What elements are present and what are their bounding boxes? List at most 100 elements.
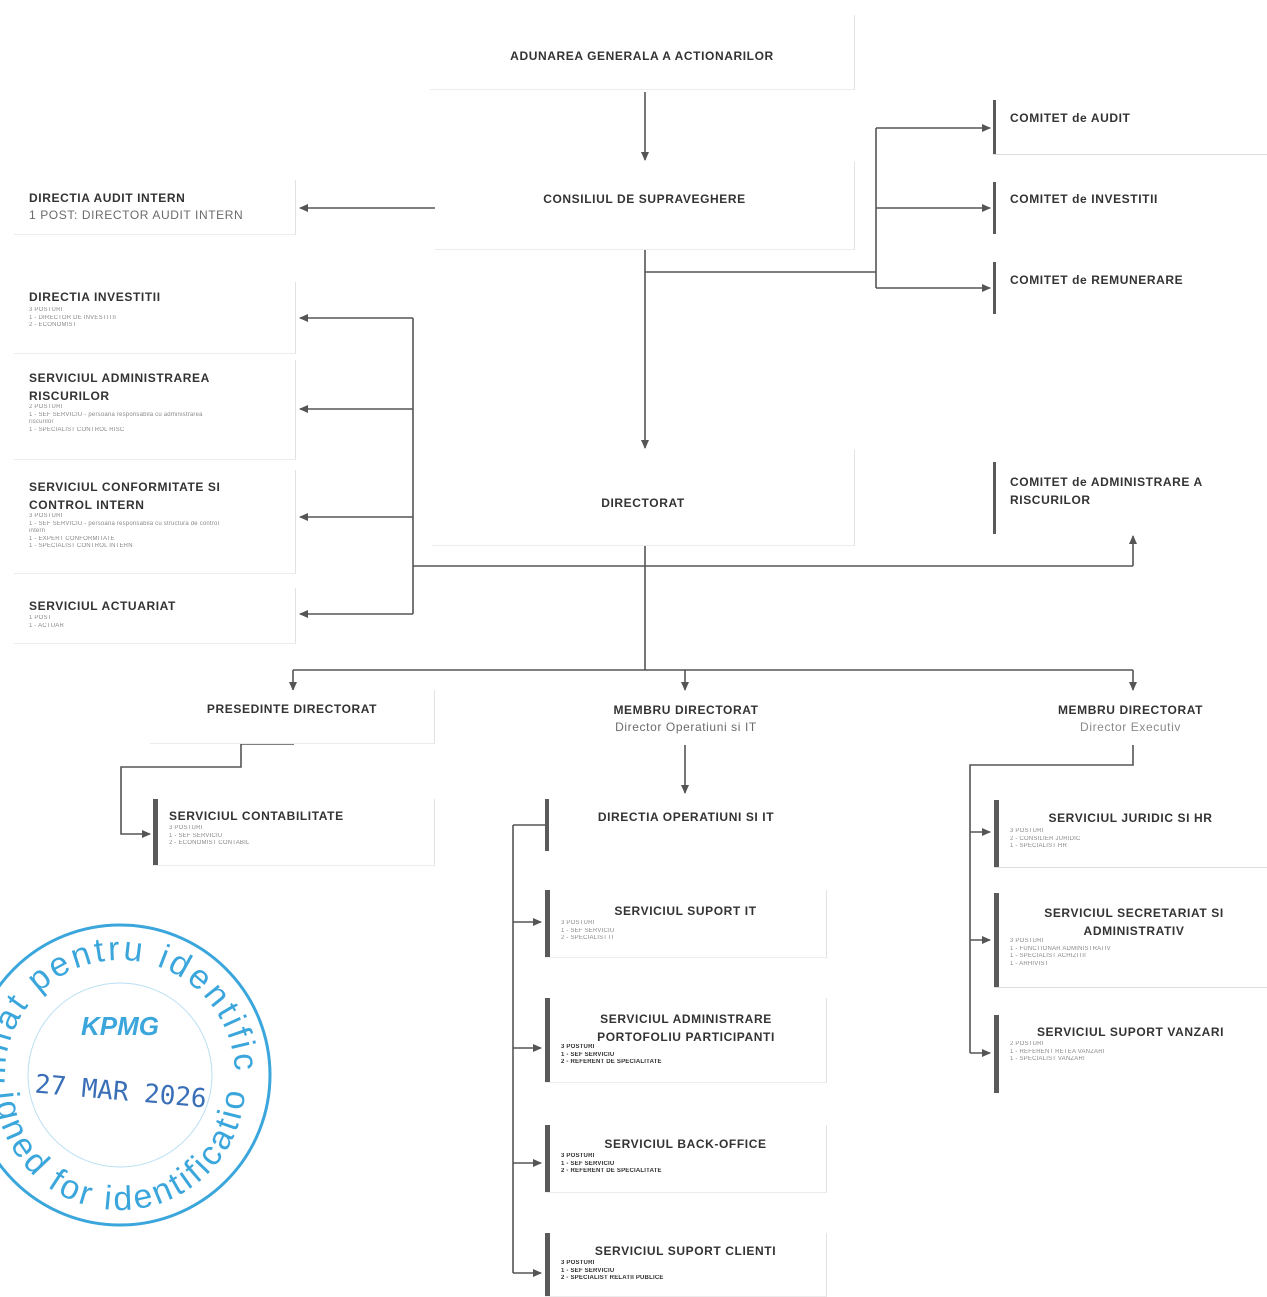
unit-line: 1 - SPECIALIST CONTROL RISC <box>29 426 125 433</box>
it-unit-portofoliu: SERVICIUL ADMINISTRARE PORTOFOLIU PARTIC… <box>545 998 827 1083</box>
unit-line: 1 - SEF SERVICIU <box>561 1267 615 1274</box>
head-member-exec-sub: Director Executiv <box>1080 720 1181 734</box>
committee-bar <box>993 100 996 154</box>
unit-title: SERVICIUL ADMINISTRARE PORTOFOLIU PARTIC… <box>597 1012 775 1044</box>
unit-title: SERVICIUL ADMINISTRAREA RISCURILOR <box>29 371 210 403</box>
committee-riscuri: COMITET de ADMINISTRARE A RISCURILOR <box>993 462 1267 534</box>
unit-line: 3 POSTURI <box>561 1044 595 1050</box>
unit-bar <box>545 799 549 851</box>
unit-line: 1 - SPECIALIST VANZARI <box>1010 1056 1085 1062</box>
unit-line: 3 POSTURI <box>561 1260 595 1266</box>
stamp-logo: KPMG <box>81 1011 159 1041</box>
committee-investitii-title: COMITET de INVESTITII <box>1010 192 1158 206</box>
stamp-date: 27 MAR 2026 <box>34 1070 208 1115</box>
unit-line: 2 - REFERENT DE SPECIALITATE <box>561 1168 662 1174</box>
unit-line: 1 - SEF SERVICIU <box>561 1160 615 1167</box>
unit-line: 1 - SEF SERVICIU <box>169 832 223 839</box>
unit-bar <box>545 890 550 957</box>
exec-unit-juridic: SERVICIUL JURIDIC SI HR 3 POSTURI 2 - CO… <box>994 800 1267 868</box>
head-member-it: MEMBRU DIRECTORAT Director Operatiuni si… <box>545 692 827 744</box>
head-member-it-sub: Director Operatiuni si IT <box>615 720 757 734</box>
unit-line: 2 - REFERENT DE SPECIALITATE <box>561 1059 662 1065</box>
unit-line: 1 - ACTUAR <box>29 622 65 629</box>
unit-bar <box>994 893 999 987</box>
audit-intern-box: DIRECTIA AUDIT INTERN 1 POST: DIRECTOR A… <box>14 180 296 235</box>
committee-remunerare: COMITET de REMUNERARE <box>993 262 1267 314</box>
unit-line: 2 - ECONOMIST CONTABIL <box>169 840 250 846</box>
unit-title: DIRECTIA INVESTITII <box>29 290 161 304</box>
head-president: PRESEDINTE DIRECTORAT <box>150 690 435 744</box>
unit-title: SERVICIUL SUPORT VANZARI <box>1036 1025 1225 1039</box>
directorat-box: DIRECTORAT <box>432 450 855 546</box>
unit-title: SERVICIUL SUPORT IT <box>614 904 757 918</box>
unit-line: 1 - EXPERT CONFORMITATE <box>29 535 115 542</box>
unit-actuariat: SERVICIUL ACTUARIAT 1 POST 1 - ACTUAR <box>14 588 296 644</box>
unit-bar <box>994 1015 999 1093</box>
stamp-outer-ring <box>0 923 272 1227</box>
committee-audit: COMITET de AUDIT <box>993 100 1267 155</box>
committee-riscuri-title: COMITET de ADMINISTRARE A RISCURILOR <box>1010 475 1203 507</box>
unit-line: 3 POSTURI <box>561 920 595 926</box>
unit-title: SERVICIUL SUPORT CLIENTI <box>594 1244 777 1258</box>
agm-box: ADUNAREA GENERALA A ACTIONARILOR <box>430 15 855 90</box>
unit-riscuri: SERVICIUL ADMINISTRAREA RISCURILOR 2 POS… <box>14 360 296 460</box>
supervisory-title: CONSILIUL DE SUPRAVEGHERE <box>543 192 746 206</box>
unit-bar <box>545 998 550 1082</box>
unit-line: 1 POST <box>29 615 52 621</box>
committee-bar <box>993 182 996 234</box>
committee-audit-title: COMITET de AUDIT <box>1010 111 1131 125</box>
supervisory-box: CONSILIUL DE SUPRAVEGHERE <box>435 162 855 250</box>
unit-line: 2 POSTURI <box>29 404 63 410</box>
unit-title: SERVICIUL BACK-OFFICE <box>604 1137 767 1151</box>
unit-line: 1 - SEF SERVICIU <box>561 1051 615 1058</box>
unit-bar <box>994 800 999 867</box>
unit-line: 3 POSTURI <box>561 1153 595 1159</box>
it-unit-suport-clienti: SERVICIUL SUPORT CLIENTI 3 POSTURI 1 - S… <box>545 1233 827 1297</box>
unit-line: 2 - SPECIALIST IT <box>561 935 615 941</box>
unit-line: 3 POSTURI <box>29 307 63 313</box>
head-member-exec: MEMBRU DIRECTORAT Director Executiv <box>994 692 1267 744</box>
unit-line: 1 - DIRECTOR DE INVESTITII <box>29 314 117 321</box>
unit-line: 1 - SEF SERVICIU <box>561 927 615 934</box>
unit-line: intern <box>29 528 46 534</box>
exec-unit-vanzari: SERVICIUL SUPORT VANZARI 2 POSTURI 1 - R… <box>994 1015 1267 1093</box>
it-unit-suport-it: SERVICIUL SUPORT IT 3 POSTURI 1 - SEF SE… <box>545 890 827 958</box>
stamp-top-text: Semnat pentru identificare <box>0 900 265 1085</box>
unit-title: SERVICIUL CONFORMITATE SI CONTROL INTERN <box>29 480 221 512</box>
unit-line: 1 - SEF SERVICIU - persoana responsabila… <box>29 411 203 418</box>
unit-investitii: DIRECTIA INVESTITII 3 POSTURI 1 - DIRECT… <box>14 282 296 354</box>
unit-bar <box>545 1233 550 1296</box>
unit-line: 3 POSTURI <box>1010 938 1044 944</box>
unit-line: 3 POSTURI <box>1010 828 1044 834</box>
unit-title: SERVICIUL ACTUARIAT <box>29 599 176 613</box>
unit-line: riscurilor <box>29 419 54 425</box>
audit-intern-sub: 1 POST: DIRECTOR AUDIT INTERN <box>29 208 244 222</box>
audit-intern-title: DIRECTIA AUDIT INTERN <box>29 191 186 205</box>
unit-line: 1 - ARHIVIST <box>1010 960 1049 967</box>
unit-line: 2 - ECONOMIST <box>29 322 77 328</box>
unit-line: 2 POSTURI <box>1010 1041 1044 1047</box>
unit-line: 1 - FUNCTIONAR ADMINISTRATIV <box>1010 945 1111 952</box>
unit-line: 1 - SPECIALIST HR <box>1010 843 1067 849</box>
committee-bar <box>993 262 996 314</box>
unit-line: 1 - REFERENT RETEA VANZARI <box>1010 1048 1105 1055</box>
committee-investitii: COMITET de INVESTITII <box>993 182 1267 234</box>
unit-title: SERVICIUL SECRETARIAT SI ADMINISTRATIV <box>1044 906 1224 938</box>
unit-conformitate: SERVICIUL CONFORMITATE SI CONTROL INTERN… <box>14 470 296 574</box>
exec-unit-secretariat: SERVICIUL SECRETARIAT SI ADMINISTRATIV 3… <box>994 893 1267 988</box>
stamp-inner-ring <box>27 982 213 1168</box>
it-directorate: DIRECTIA OPERATIUNI SI IT <box>545 799 827 851</box>
unit-line: 1 - SEF SERVICIU - persoana responsabila… <box>29 520 220 527</box>
agm-title: ADUNAREA GENERALA A ACTIONARILOR <box>510 49 774 63</box>
unit-bar <box>545 1125 550 1192</box>
head-president-title: PRESEDINTE DIRECTORAT <box>206 702 378 716</box>
directorat-title: DIRECTORAT <box>601 496 685 510</box>
unit-line: 3 POSTURI <box>169 825 203 831</box>
unit-line: 2 - CONSILIER JURIDIC <box>1010 835 1081 842</box>
committee-bar <box>993 462 996 534</box>
unit-title: SERVICIUL CONTABILITATE <box>169 809 344 823</box>
kpmg-stamp: Semnat pentru identificare Signed for id… <box>0 900 272 1227</box>
committee-remunerare-title: COMITET de REMUNERARE <box>1010 273 1184 287</box>
unit-line: 3 POSTURI <box>29 513 63 519</box>
